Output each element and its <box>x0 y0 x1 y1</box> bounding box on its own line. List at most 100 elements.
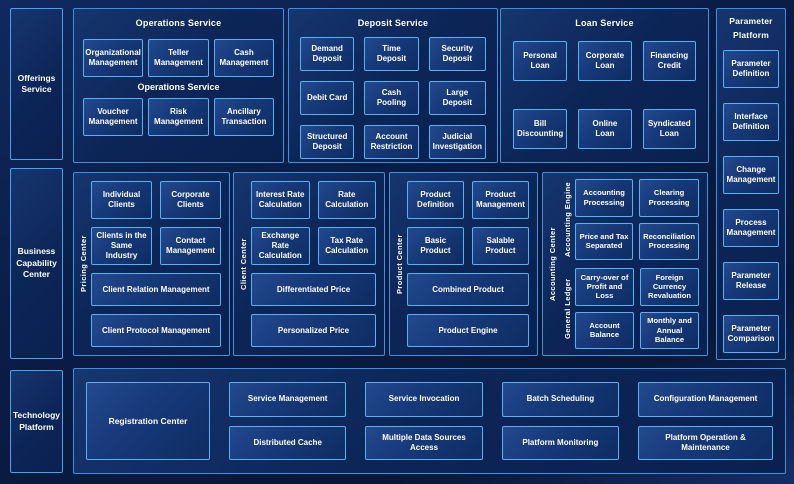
diagram-box: Contact Management <box>160 227 221 265</box>
registration-center-box: Registration Center <box>86 382 210 460</box>
rail-offerings-label: Offerings Service <box>17 72 56 94</box>
accounting-center-label: Accounting Center <box>548 227 557 301</box>
diagram-box: Syndicated Loan <box>642 109 696 149</box>
rail-business-label: Business Capability Center <box>16 246 57 280</box>
diagram-box: Ancillary Transaction <box>213 98 274 136</box>
diagram-box: Configuration Management <box>638 382 773 417</box>
product-center-panel: Product Center Product Definition Produc… <box>389 172 538 356</box>
diagram-box: Account Restriction <box>364 125 419 159</box>
parameter-platform-panel: Parameter Platform Parameter Definition … <box>716 8 786 360</box>
pricing-center-panel: Pricing Center Individual Clients Corpor… <box>73 172 230 356</box>
client-grid: Interest Rate Calculation Rate Calculati… <box>251 181 376 265</box>
technology-platform-panel: Registration Center Service Management D… <box>73 368 786 474</box>
diagram-box: Bill Discounting <box>513 109 568 149</box>
diagram-box: Teller Management <box>148 39 209 77</box>
diagram-box: Service Management <box>229 382 347 417</box>
diagram-box: Multiple Data Sources Access <box>365 425 483 460</box>
diagram-box: Individual Clients <box>91 181 152 219</box>
accounting-engine-group: Accounting Engine Accounting Processing … <box>560 179 699 260</box>
diagram-box: Reconciliation Processing <box>639 222 699 260</box>
general-ledger-label: General Ledger <box>563 278 572 339</box>
diagram-box: Parameter Comparison <box>723 315 779 354</box>
operations-service-panel: Operations Service Organizational Manage… <box>73 8 284 163</box>
diagram-box: Carry-over of Profit and Loss <box>575 268 634 306</box>
rail-business-capability-center: Business Capability Center <box>10 168 63 359</box>
diagram-box: Cash Pooling <box>364 81 419 115</box>
diagram-box: Personal Loan <box>513 41 568 81</box>
diagram-box: Client Relation Management <box>91 273 221 306</box>
diagram-box: Demand Deposit <box>300 37 355 71</box>
accounting-center-panel: Accounting Center Accounting Engine Acco… <box>542 172 708 356</box>
diagram-box: Structured Deposit <box>300 125 355 159</box>
diagram-box: Rate Calculation <box>317 181 376 219</box>
accounting-engine-label: Accounting Engine <box>563 181 572 258</box>
operations-service-title: Operations Service <box>135 18 222 28</box>
rail-technology-label: Technology Platform <box>12 410 61 432</box>
diagram-box: Financing Credit <box>642 41 696 81</box>
diagram-box: Corporate Clients <box>160 181 221 219</box>
diagram-box: Time Deposit <box>364 37 419 71</box>
operations-row-2: Voucher Management Risk Management Ancil… <box>74 98 283 136</box>
client-center-content: Interest Rate Calculation Rate Calculati… <box>251 181 376 347</box>
operations-row-1: Organizational Management Teller Managem… <box>74 39 283 77</box>
diagram-box: Product Management <box>472 181 529 219</box>
diagram-box: Basic Product <box>407 227 464 265</box>
diagram-box: Combined Product <box>407 273 529 306</box>
diagram-box: Personalized Price <box>251 314 376 347</box>
deposit-service-title: Deposit Service <box>357 18 429 28</box>
service-column-4: Configuration Management Platform Operat… <box>638 382 773 460</box>
deposit-grid: Demand Deposit Time Deposit Security Dep… <box>289 28 497 159</box>
diagram-box: Cash Management <box>213 39 274 77</box>
diagram-box: Account Balance <box>575 311 634 349</box>
operations-service-mid-label: Operations Service <box>137 82 220 92</box>
diagram-box: Online Loan <box>578 109 632 149</box>
loan-service-title: Loan Service <box>575 18 634 28</box>
service-column-2: Service Invocation Multiple Data Sources… <box>365 382 483 460</box>
deposit-service-panel: Deposit Service Demand Deposit Time Depo… <box>288 8 498 163</box>
pricing-center-label: Pricing Center <box>79 235 88 293</box>
diagram-box: Parameter Release <box>723 262 779 301</box>
diagram-box: Foreign Currency Revaluation <box>640 268 699 306</box>
service-column-3: Batch Scheduling Platform Monitoring <box>501 382 620 460</box>
pricing-center-content: Individual Clients Corporate Clients Cli… <box>91 181 221 347</box>
diagram-box: Distributed Cache <box>229 425 347 460</box>
rail-technology-platform: Technology Platform <box>10 370 63 473</box>
pricing-grid: Individual Clients Corporate Clients Cli… <box>91 181 221 265</box>
diagram-box: Batch Scheduling <box>501 382 620 417</box>
diagram-box: Product Engine <box>407 314 529 347</box>
service-column-1: Service Management Distributed Cache <box>229 382 347 460</box>
diagram-box: Large Deposit <box>428 81 486 115</box>
general-ledger-group: General Ledger Carry-over of Profit and … <box>560 268 699 349</box>
diagram-box: Product Definition <box>407 181 464 219</box>
product-center-content: Product Definition Product Management Ba… <box>407 181 529 347</box>
diagram-box: Monthly and Annual Balance <box>640 311 699 349</box>
diagram-box: Process Management <box>723 209 779 248</box>
diagram-box: Tax Rate Calculation <box>317 227 376 265</box>
diagram-box: Client Protocol Management <box>91 314 221 347</box>
loan-service-panel: Loan Service Personal Loan Corporate Loa… <box>500 8 709 163</box>
diagram-box: Debit Card <box>300 81 355 115</box>
diagram-box: Clients in the Same Industry <box>91 227 152 265</box>
client-center-panel: Client Center Interest Rate Calculation … <box>233 172 385 356</box>
diagram-box: Accounting Processing <box>575 179 634 217</box>
parameter-platform-list: Parameter Definition Interface Definitio… <box>717 42 785 354</box>
diagram-box: Salable Product <box>472 227 529 265</box>
diagram-box: Interest Rate Calculation <box>251 181 310 219</box>
diagram-box: Platform Monitoring <box>501 425 620 460</box>
diagram-box: Interface Definition <box>723 103 779 142</box>
general-ledger-grid: Carry-over of Profit and Loss Foreign Cu… <box>575 268 699 349</box>
diagram-box: Organizational Management <box>83 39 144 77</box>
product-grid: Product Definition Product Management Ba… <box>407 181 529 265</box>
diagram-box: Voucher Management <box>83 98 144 136</box>
diagram-box: Judicial Investigation <box>428 125 486 159</box>
diagram-box: Platform Operation & Maintenance <box>638 425 773 460</box>
accounting-engine-grid: Accounting Processing Clearing Processin… <box>575 179 699 260</box>
parameter-platform-title: Parameter Platform <box>729 16 773 40</box>
diagram-box: Security Deposit <box>428 37 486 71</box>
diagram-box: Exchange Rate Calculation <box>251 227 310 265</box>
diagram-box: Risk Management <box>148 98 209 136</box>
accounting-groups: Accounting Engine Accounting Processing … <box>560 179 699 349</box>
technology-platform-content: Registration Center Service Management D… <box>74 369 785 473</box>
diagram-box: Change Management <box>723 156 779 195</box>
diagram-box: Service Invocation <box>365 382 483 417</box>
